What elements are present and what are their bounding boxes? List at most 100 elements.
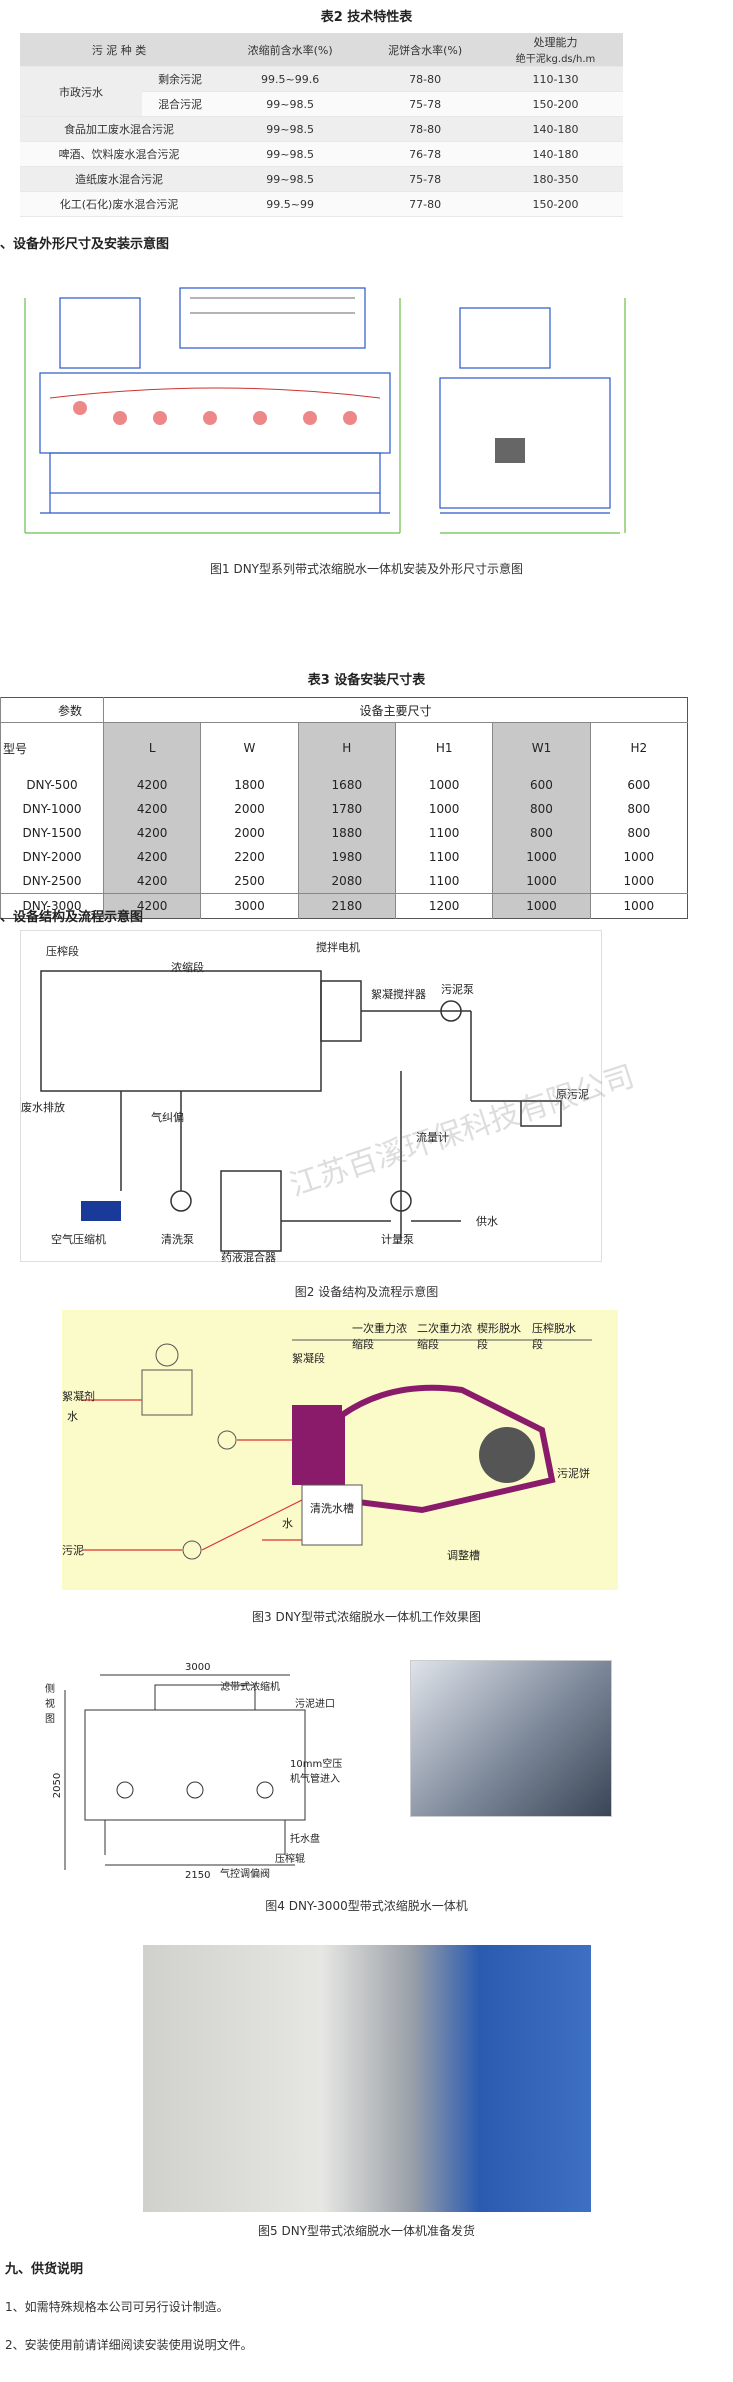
- table-cell: 1000: [394, 797, 493, 821]
- label-air: 10mm空压机气管进入: [290, 1759, 343, 1785]
- table-cell: 4200: [102, 869, 201, 894]
- table-cell: 1000: [492, 845, 591, 869]
- dim-2150: 2150: [185, 1870, 211, 1881]
- table-cell: 800: [492, 821, 591, 845]
- section-heading: 、设备外形尺寸及安装示意图: [0, 237, 170, 252]
- table-cell: 99~98.5: [218, 91, 363, 117]
- header-sludge-type: 污 泥 种 类: [20, 33, 219, 67]
- table-cell: 1980: [297, 845, 396, 869]
- row-model: DNY-500: [0, 773, 104, 797]
- label-adjust: 调整槽: [447, 1549, 480, 1562]
- label-flow-meter: 流量计: [416, 1131, 449, 1144]
- label-side: 侧视图: [45, 1684, 55, 1725]
- table-cell: 78-80: [362, 116, 489, 142]
- table-cell: 1000: [589, 893, 688, 919]
- label-waste-out: 废水排放: [21, 1101, 65, 1114]
- label-thicken: 浓缩段: [171, 961, 204, 974]
- col-l: L: [102, 722, 201, 773]
- row-model: DNY-1000: [0, 797, 104, 821]
- table-cell: 混合污泥: [142, 91, 219, 117]
- table-cell: 3000: [200, 893, 299, 919]
- label-grav2: 二次重力浓缩段: [417, 1322, 472, 1351]
- row-model: DNY-2000: [0, 845, 104, 869]
- label-inlet: 污泥进口: [295, 1699, 335, 1710]
- label-wedge: 楔形脱水段: [477, 1322, 521, 1351]
- header-capacity: 处理能力绝干泥kg.ds/h.m: [488, 33, 623, 67]
- table-cell: 800: [589, 797, 688, 821]
- table-cell: 1000: [589, 869, 688, 894]
- effect-shapes: [82, 1339, 592, 1560]
- label-press: 压榨脱水段: [532, 1322, 576, 1351]
- table-cell: 2180: [297, 893, 396, 919]
- table-cell: 2500: [200, 869, 299, 894]
- label-dosing: 药液混合器: [221, 1251, 276, 1264]
- fig2-caption: 图2 设备结构及流程示意图: [294, 1285, 439, 1299]
- label-press: 压榨段: [46, 945, 79, 958]
- table-cell: 140-180: [488, 116, 623, 142]
- section-heading: 、设备结构及流程示意图: [0, 910, 144, 925]
- label-sludge-pump: 污泥泵: [441, 983, 474, 996]
- table-cell: 1000: [492, 893, 591, 919]
- flow-diagram: 压榨段 浓缩段 搅拌电机 絮凝搅拌器 污泥泵 废水排放 气纠偏 流量计 原污泥 …: [20, 930, 639, 1264]
- table-cell: 180-350: [488, 166, 623, 192]
- group-municipal: 市政污水: [20, 66, 142, 117]
- row-model: DNY-2500: [0, 869, 104, 894]
- installation-drawing: [24, 287, 626, 534]
- label-flocculant: 絮凝剂: [62, 1390, 95, 1403]
- label-tray: 托水盘: [290, 1834, 320, 1845]
- table-cell: 1680: [297, 773, 396, 797]
- dim-3000: 3000: [185, 1662, 211, 1673]
- table-cell: 1100: [394, 821, 493, 845]
- table-cell: 99.5~99: [218, 191, 363, 217]
- table-cell: 150-200: [488, 91, 623, 117]
- table-cell: 2200: [200, 845, 299, 869]
- label-grav1: 一次重力浓缩段: [352, 1322, 407, 1351]
- table-cell: 1100: [394, 845, 493, 869]
- table-cell: 99.5~99.6: [218, 66, 363, 92]
- model-header: 型号: [0, 722, 104, 773]
- label-flocculate: 絮凝段: [292, 1352, 325, 1365]
- col-h: H: [297, 722, 396, 773]
- table-cell: 2080: [297, 869, 396, 894]
- label-belt: 滤带式浓缩机: [220, 1682, 280, 1693]
- table-cell: 99~98.5: [218, 116, 363, 142]
- table-cell: 化工(石化)废水混合污泥: [20, 191, 219, 217]
- fig5-caption: 图5 DNY型带式浓缩脱水一体机准备发货: [258, 2224, 475, 2238]
- col-h1: H1: [394, 722, 493, 773]
- col-w1: W1: [492, 722, 591, 773]
- label-air-corr: 气纠偏: [151, 1111, 184, 1124]
- dim-2050: 2050: [52, 1772, 64, 1799]
- supply-note: 1、如需特殊规格本公司可另行设计制造。: [5, 2300, 229, 2314]
- table-cell: 4200: [102, 821, 201, 845]
- label-cake: 污泥饼: [557, 1467, 590, 1480]
- table-cell: 150-200: [488, 191, 623, 217]
- label-press-roller: 压榨辊: [275, 1854, 305, 1865]
- table-cell: 140-180: [488, 141, 623, 167]
- table-cell: 77-80: [362, 191, 489, 217]
- table-cell: 800: [492, 797, 591, 821]
- section-heading: 九、供货说明: [5, 2262, 84, 2277]
- table-cell: 99~98.5: [218, 141, 363, 167]
- table-cell: 1000: [589, 845, 688, 869]
- table-cell: 1200: [394, 893, 493, 919]
- table-cell: 造纸废水混合污泥: [20, 166, 219, 192]
- label-motor: 搅拌电机: [316, 941, 360, 954]
- header-moisture-cake: 泥饼含水率(%): [362, 33, 489, 67]
- table-cell: 1880: [297, 821, 396, 845]
- table-cell: 1800: [200, 773, 299, 797]
- main-dims-header: 设备主要尺寸: [103, 697, 688, 723]
- label-sludge: 污泥: [62, 1544, 84, 1557]
- label-raw-sludge: 原污泥: [556, 1088, 589, 1101]
- spec-table: 污 泥 种 类 浓缩前含水率(%) 泥饼含水率(%) 处理能力绝干泥kg.ds/…: [20, 33, 623, 217]
- table-cell: 4200: [102, 893, 201, 919]
- fig4-caption: 图4 DNY-3000型带式浓缩脱水一体机: [265, 1899, 468, 1913]
- dny3000-lines: [64, 1674, 306, 1870]
- table-cell: 1100: [394, 869, 493, 894]
- table-cell: 76-78: [362, 141, 489, 167]
- dny3000-photo: [410, 1660, 612, 1817]
- table-cell: 600: [492, 773, 591, 797]
- table-cell: 800: [589, 821, 688, 845]
- table-cell: 78-80: [362, 66, 489, 92]
- row-model: DNY-3000: [0, 893, 104, 919]
